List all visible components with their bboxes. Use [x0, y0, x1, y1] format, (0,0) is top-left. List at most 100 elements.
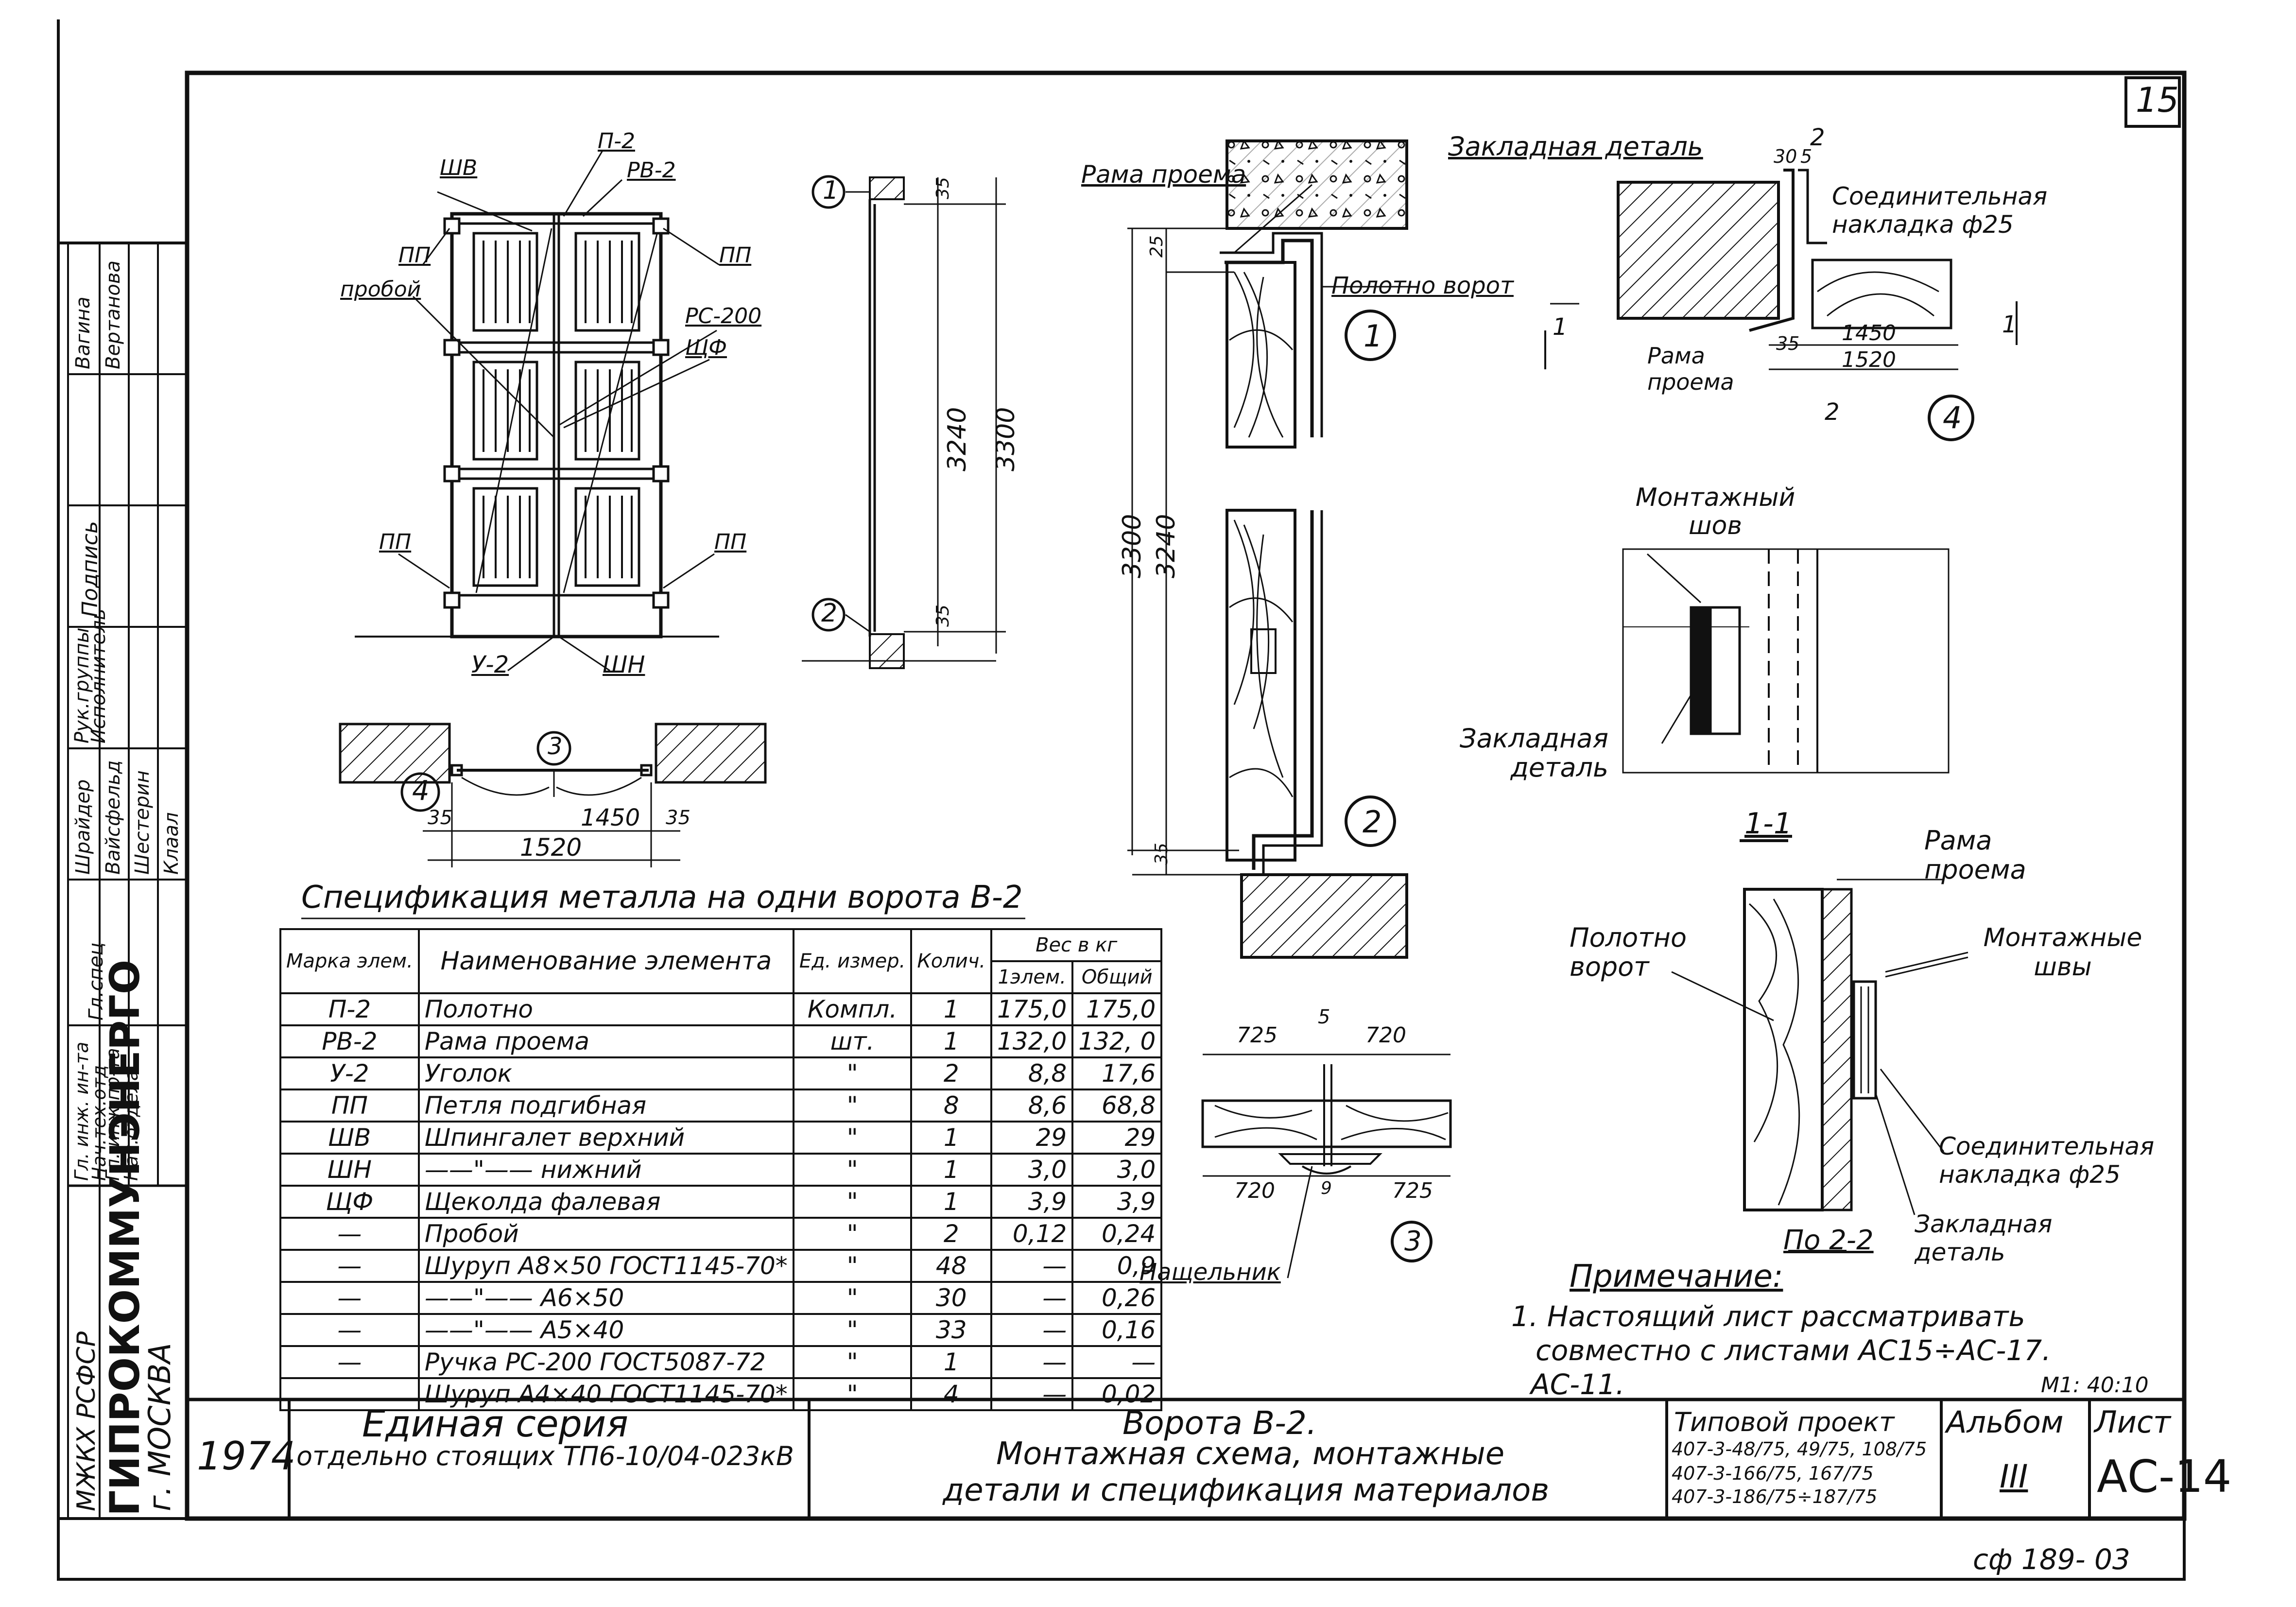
- spec-cell-w_total: 0,02: [1071, 1377, 1163, 1411]
- spec-title: Спецификация металла на одни ворота В-2: [301, 880, 1023, 916]
- spec-cell-unit: ": [792, 1345, 913, 1379]
- spec-cell-qty: 1: [910, 992, 993, 1026]
- title-line-2: Монтажная схема, монтажные: [996, 1436, 1505, 1472]
- d1-mark-2: 2: [1363, 804, 1382, 840]
- label-p2: П-2: [598, 129, 635, 154]
- section-2-2: [1671, 879, 1968, 1253]
- spec-cell-w_elem: 8,8: [990, 1056, 1074, 1090]
- spec-cell-unit: ": [792, 1056, 913, 1090]
- spec-cell-w_elem: —: [990, 1281, 1074, 1315]
- side-mark-1: 1: [823, 176, 839, 205]
- label-rv2: РВ-2: [627, 158, 676, 183]
- spec-cell-w_elem: 0,12: [990, 1217, 1074, 1251]
- spec-cell-unit: ": [792, 1249, 913, 1283]
- d1-dim-3300: 3300: [1118, 514, 1147, 578]
- spec-cell-w_total: 68,8: [1071, 1089, 1163, 1123]
- d4-dim-35: 35: [1776, 333, 1800, 354]
- side-dim-3240: 3240: [943, 407, 972, 471]
- spec-cell-w_elem: 3,9: [990, 1185, 1074, 1219]
- spec-col-w-elem: 1элем.: [990, 960, 1074, 994]
- spec-cell-w_elem: —: [990, 1313, 1074, 1347]
- d3-dim-9: 9: [1321, 1178, 1332, 1198]
- d3-dim-720-bottom: 720: [1234, 1178, 1275, 1203]
- spec-cell-mark: П-2: [279, 992, 420, 1026]
- spec-row: ———"—— А6×50"30—0,26: [279, 1281, 1163, 1315]
- plan-dim-35-left: 35: [428, 807, 452, 829]
- plan-dim-35-right: 35: [666, 807, 691, 829]
- spec-cell-w_total: 175,0: [1071, 992, 1163, 1026]
- d1-dim-3240: 3240: [1152, 514, 1181, 578]
- title-year: 1974: [197, 1434, 296, 1479]
- label-shn: ШН: [603, 651, 645, 678]
- spec-cell-w_elem: —: [990, 1377, 1074, 1411]
- label-pp-2: ПП: [719, 243, 752, 268]
- d4-sec-1-right: 1: [2002, 311, 2017, 338]
- spec-cell-mark: ЩФ: [279, 1185, 420, 1219]
- label-rs200: РС-200: [685, 304, 762, 328]
- gate-front-view: [355, 150, 720, 672]
- d4-dim-1450: 1450: [1842, 321, 1896, 346]
- spec-subheader-row: 1элем. Общий: [280, 960, 1163, 994]
- spec-cell-qty: 1: [910, 1153, 993, 1187]
- d3-dim-720-top: 720: [1365, 1023, 1406, 1048]
- spec-cell-name: ——"—— А5×40: [417, 1313, 794, 1347]
- spec-cell-w_total: 0,9: [1071, 1249, 1163, 1283]
- stamp-name-2: Вайсфельд: [102, 760, 124, 875]
- spec-cell-qty: 48: [910, 1249, 993, 1283]
- s11-label-zakladnaya: Закладная деталь: [1459, 723, 1608, 783]
- gate-side-view: [802, 175, 1006, 669]
- gate-plan-view: [339, 723, 767, 867]
- side-mark-2: 2: [821, 599, 838, 628]
- sheet-scale: М1: 40:10: [2041, 1373, 2149, 1398]
- spec-cell-w_elem: 3,0: [990, 1153, 1074, 1187]
- spec-cell-qty: 8: [910, 1089, 993, 1123]
- s22-label-rama: Рама проема: [1924, 825, 2026, 885]
- spec-cell-name: Петля подгибная: [417, 1089, 794, 1123]
- s22-label-polotno: Полотно ворот: [1570, 922, 1687, 982]
- album-number: III: [2000, 1458, 2028, 1495]
- spec-col-w-total: Общий: [1071, 960, 1163, 994]
- spec-col-name: Наименование элемента: [417, 928, 794, 994]
- spec-cell-unit: Компл.: [792, 992, 913, 1026]
- d4-mark-4: 4: [1943, 400, 1962, 435]
- spec-cell-mark: —: [279, 1313, 420, 1347]
- project-line-3: 407-3-166/75, 167/75: [1672, 1463, 1874, 1484]
- d1-mark-1: 1: [1364, 318, 1383, 354]
- spec-cell-unit: ": [792, 1281, 913, 1315]
- title-series-sub: отдельно стоящих ТП6-10/04-023кВ: [296, 1441, 794, 1471]
- d1-label-polotno: Полотно ворот: [1331, 272, 1514, 299]
- s22-title: По 2-2: [1783, 1225, 1874, 1256]
- side-dim-35-top: 35: [933, 177, 953, 199]
- spec-cell-name: Пробой: [417, 1217, 794, 1251]
- d3-dim-725-top: 725: [1237, 1023, 1277, 1048]
- spec-cell-mark: ШН: [279, 1153, 420, 1187]
- spec-header-row: Марка элем. Наименование элемента Ед. из…: [279, 928, 1163, 994]
- stamp-name-3: Шестерин: [131, 770, 154, 875]
- spec-cell-name: ——"—— нижний: [417, 1153, 794, 1187]
- d1-dim-35: 35: [1152, 843, 1172, 865]
- spec-cell-w_total: 17,6: [1071, 1056, 1163, 1090]
- d4-label-rama: Рама проема: [1647, 343, 1734, 395]
- spec-cell-qty: 1: [910, 1024, 993, 1058]
- project-line-2: 407-3-48/75, 49/75, 108/75: [1672, 1438, 1927, 1460]
- spec-cell-name: Уголок: [417, 1056, 794, 1090]
- spec-cell-name: Ручка РС-200 ГОСТ5087-72: [417, 1345, 794, 1379]
- stamp-city: г. МОСКВА: [142, 1343, 177, 1511]
- spec-table: Марка элем. Наименование элемента Ед. из…: [279, 928, 1163, 1411]
- detail-1-2: [1127, 139, 1409, 959]
- spec-row: —Ручка РС-200 ГОСТ5087-72"1——: [279, 1345, 1163, 1379]
- spec-cell-mark: —: [279, 1345, 420, 1379]
- note-line-2: совместно с листами АС15÷АС-17.: [1536, 1334, 2051, 1367]
- s22-label-zakladnaya: Закладная деталь: [1915, 1210, 2053, 1266]
- spec-cell-name: Шуруп А4×40 ГОСТ1145-70*: [417, 1377, 794, 1411]
- spec-cell-qty: 2: [910, 1217, 993, 1251]
- stamp-name-5: Вагина: [72, 296, 94, 369]
- note-heading: Примечание:: [1570, 1259, 1783, 1295]
